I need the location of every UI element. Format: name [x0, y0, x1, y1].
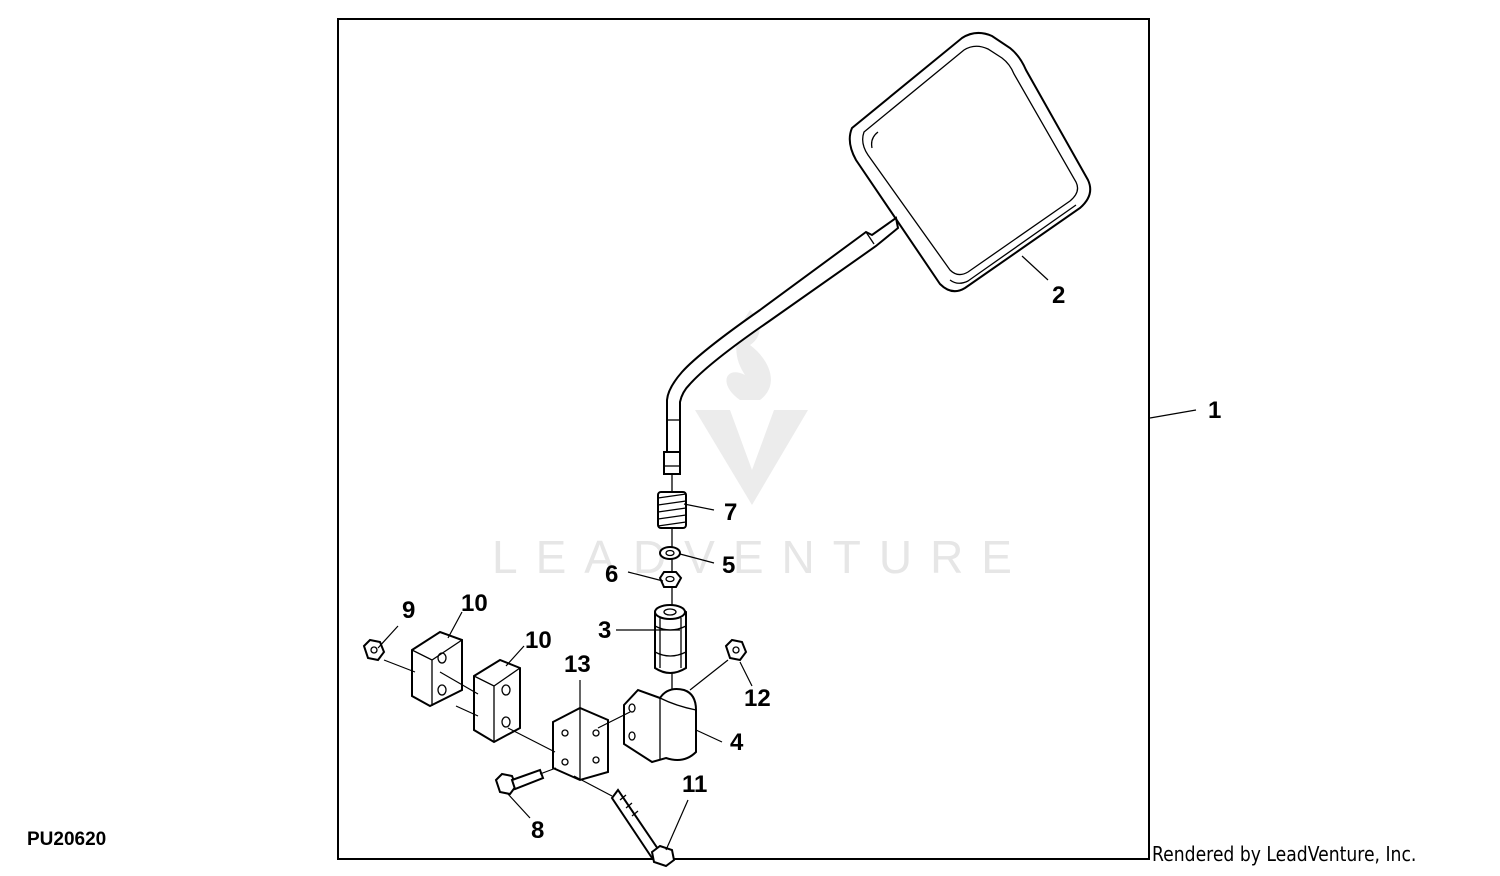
callout-8: 8 [531, 817, 544, 844]
callout-13: 13 [564, 651, 591, 678]
callout-10-upper: 10 [461, 590, 488, 617]
clamp-block-lower [473, 658, 521, 744]
nut-9 [362, 638, 386, 662]
figure-id: PU20620 [27, 829, 107, 850]
callout-6: 6 [605, 561, 618, 588]
mirror-arm [663, 216, 900, 720]
render-credit: Rendered by LeadVenture, Inc. [1152, 842, 1417, 866]
spring [657, 491, 687, 529]
clamp-bracket [623, 688, 697, 764]
nut-12 [724, 638, 748, 662]
watermark: LEADVENTURE [492, 310, 1030, 583]
callout-11: 11 [682, 771, 707, 798]
assembly-lines [383, 659, 729, 797]
bolt-8 [494, 768, 545, 796]
figure-frame [337, 18, 1150, 860]
bolt-11 [610, 788, 676, 868]
washer [659, 546, 681, 560]
nut [658, 571, 683, 588]
callout-1: 1 [1208, 397, 1221, 424]
callout-9: 9 [402, 597, 415, 624]
clamp-block-upper [411, 630, 463, 708]
pivot-bushing [654, 604, 687, 674]
mirror-head [848, 32, 1092, 293]
callout-12: 12 [744, 685, 771, 712]
leader-lines [377, 255, 1197, 851]
watermark-text: LEADVENTURE [492, 531, 1030, 583]
callout-4: 4 [730, 729, 744, 756]
callout-2: 2 [1052, 282, 1065, 309]
callout-5: 5 [722, 552, 735, 579]
callout-7: 7 [724, 499, 737, 526]
callout-10-lower: 10 [525, 627, 552, 654]
mounting-plate [552, 706, 609, 782]
callout-3: 3 [598, 617, 611, 644]
